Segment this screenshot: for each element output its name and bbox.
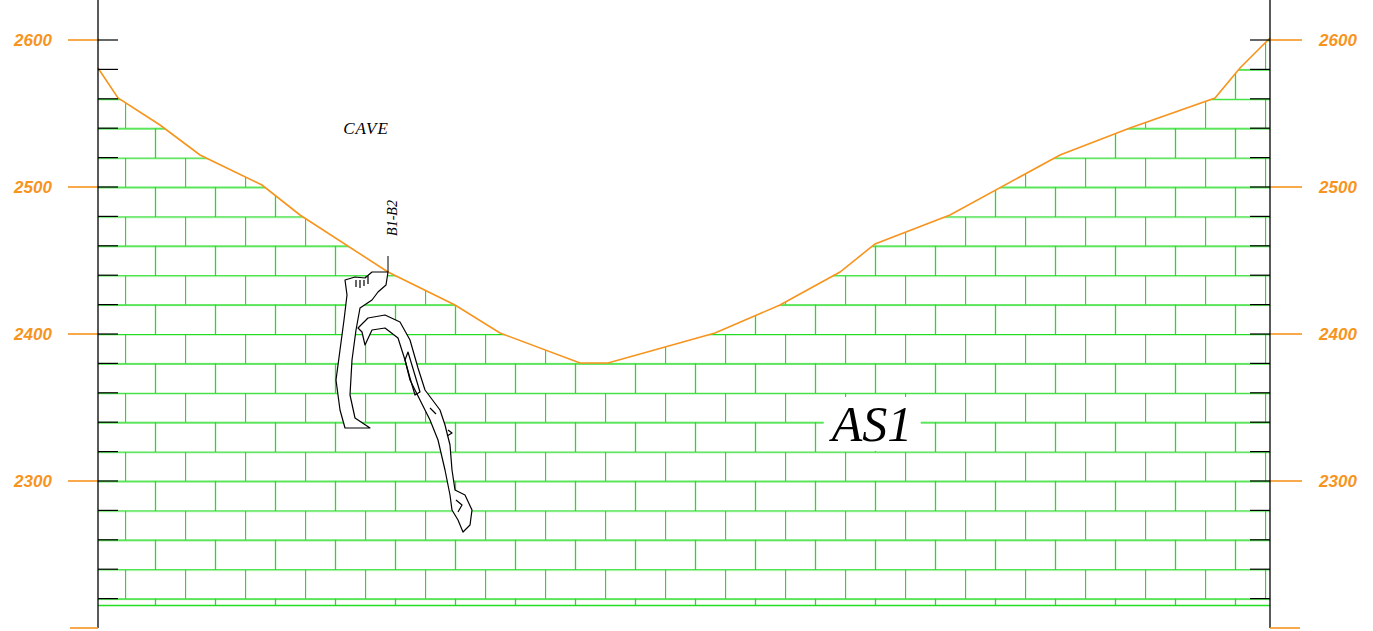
tick-mark bbox=[1250, 539, 1270, 540]
tick-mark bbox=[1250, 363, 1270, 364]
elevation-label: 2600 bbox=[1319, 32, 1357, 49]
cave-survey bbox=[336, 272, 472, 532]
elevation-label: 2600 bbox=[14, 32, 52, 49]
major-tick bbox=[1270, 39, 1302, 41]
major-tick bbox=[1270, 186, 1302, 188]
tick-mark bbox=[98, 539, 118, 540]
tick-mark bbox=[98, 128, 118, 129]
tick-mark bbox=[1250, 451, 1270, 452]
borehole-label: B1-B2 bbox=[386, 200, 400, 236]
tick-mark bbox=[98, 569, 118, 570]
tick-mark bbox=[98, 392, 118, 393]
tick-mark bbox=[98, 39, 118, 40]
major-tick bbox=[68, 186, 98, 188]
major-tick bbox=[68, 39, 98, 41]
tick-mark bbox=[1250, 98, 1270, 99]
tick-mark bbox=[98, 480, 118, 481]
elevation-label: 2400 bbox=[1319, 326, 1357, 343]
tick-mark bbox=[1250, 157, 1270, 158]
tick-mark bbox=[98, 186, 118, 187]
base-tick bbox=[1270, 627, 1300, 629]
elevation-label: 2300 bbox=[1319, 473, 1357, 490]
tick-mark bbox=[1250, 216, 1270, 217]
tick-mark bbox=[98, 598, 118, 599]
elevation-label: 2500 bbox=[1319, 179, 1357, 196]
frame-right bbox=[1269, 0, 1270, 628]
tick-mark bbox=[98, 157, 118, 158]
tick-mark bbox=[98, 275, 118, 276]
tick-mark bbox=[1250, 480, 1270, 481]
frame-left bbox=[97, 0, 98, 628]
elevation-label: 2400 bbox=[14, 326, 52, 343]
major-tick bbox=[1270, 333, 1302, 335]
tick-mark bbox=[1250, 128, 1270, 129]
tick-mark bbox=[1250, 422, 1270, 423]
base-tick bbox=[70, 627, 98, 629]
tick-mark bbox=[1250, 598, 1270, 599]
tick-mark bbox=[1250, 245, 1270, 246]
elevation-label: 2500 bbox=[14, 179, 52, 196]
hatch-base bbox=[98, 605, 1270, 606]
tick-mark bbox=[1250, 304, 1270, 305]
tick-mark bbox=[98, 69, 118, 70]
tick-mark bbox=[98, 98, 118, 99]
tick-mark bbox=[1250, 392, 1270, 393]
cave-label: CAVE bbox=[343, 120, 389, 137]
topography-line bbox=[98, 38, 1270, 363]
formation-label: AS1 bbox=[824, 397, 921, 451]
leader-line bbox=[388, 256, 389, 272]
tick-mark bbox=[98, 304, 118, 305]
tick-mark bbox=[1250, 39, 1270, 40]
tick-mark bbox=[98, 245, 118, 246]
tick-mark bbox=[98, 451, 118, 452]
elevation-label: 2300 bbox=[14, 473, 52, 490]
tick-mark bbox=[1250, 333, 1270, 334]
tick-mark bbox=[1250, 510, 1270, 511]
tick-mark bbox=[98, 216, 118, 217]
tick-mark bbox=[1250, 69, 1270, 70]
major-tick bbox=[1270, 480, 1302, 482]
major-tick bbox=[68, 333, 98, 335]
tick-mark bbox=[1250, 275, 1270, 276]
tick-mark bbox=[98, 422, 118, 423]
limestone-hatch bbox=[98, 30, 1270, 606]
elevation-ticks bbox=[68, 40, 1302, 599]
tick-mark bbox=[1250, 186, 1270, 187]
major-tick bbox=[68, 480, 98, 482]
tick-mark bbox=[98, 510, 118, 511]
tick-mark bbox=[98, 333, 118, 334]
tick-mark bbox=[1250, 569, 1270, 570]
tick-mark bbox=[98, 363, 118, 364]
